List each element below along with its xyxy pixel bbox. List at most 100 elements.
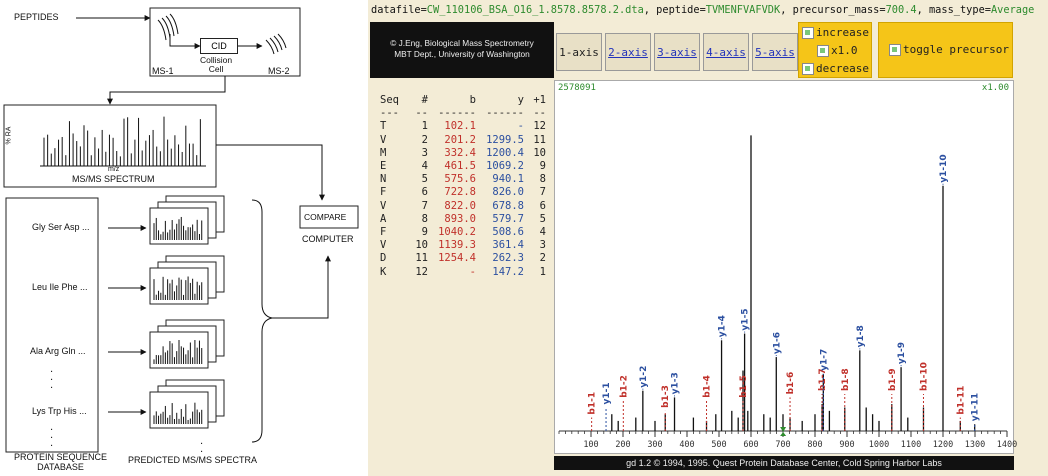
sequence-label: Leu Ile Phe ... [32,282,88,292]
seq-cell: F [380,186,387,199]
col-header-charge: +1 [533,94,546,106]
svg-text:.: . [50,438,53,449]
b-ion-cell: 1254.4 [438,252,476,265]
charge-cell: 10 [533,146,546,159]
charge-cell: 12 [533,120,546,133]
increase-icon [802,26,814,39]
index-cell: 10 [415,239,428,252]
col-header-num: # [421,94,428,106]
seq-cell: E [380,160,387,173]
spectrum-viewer: datafile=CW_110106_BSA_O16_1.8578.8578.2… [368,0,1048,476]
seq-cell: N [380,173,387,186]
b-ion-cell: - [469,265,476,278]
peptide-value: TVMENFVAFVDK [705,4,781,16]
x-tick-label: 800 [807,440,822,450]
y-ion-cell: 1299.5 [486,133,524,146]
b-ion-cell: 461.5 [444,160,476,173]
index-cell: 1 [421,120,428,133]
collision-cell-label: Collision Cell [200,55,233,74]
precursor-key: , precursor_mass= [780,4,886,16]
toggle-icon [889,43,901,56]
y-ion-cell: 678.8 [492,199,524,212]
seq-cell: F [380,226,387,239]
svg-text:.: . [50,380,53,391]
credit-banner: © J.Eng, Biological Mass Spectrometry MB… [370,22,554,78]
charge-cell: 8 [539,173,546,186]
y-ion-cell: 147.2 [492,265,524,278]
mass-type-key: , mass_type= [916,4,991,16]
col-header-y: y [517,94,524,106]
ion-label: y1-7 [819,349,829,371]
decrease-button[interactable]: decrease [802,62,869,75]
axis-3-button[interactable]: 3-axis [654,33,700,71]
svg-text:.: . [50,372,53,383]
x-tick-label: 200 [615,440,630,450]
axis-4-label: 4-axis [706,45,746,59]
index-cell: 2 [421,133,428,146]
y-ion-cell: 940.1 [492,173,524,186]
seq-cell: V [380,239,387,252]
toggle-precursor-button[interactable]: toggle precursor [889,43,1009,56]
ms2-label: MS-2 [268,66,290,76]
axis-1-button[interactable]: 1-axis [556,33,602,71]
index-cell: 12 [415,265,428,278]
charge-cell: 5 [539,212,546,225]
axis-3-label: 3-axis [657,45,697,59]
peptides-label: PEPTIDES [14,12,59,22]
separator-cell: -- [415,107,428,120]
index-cell: 9 [421,226,428,239]
charge-cell: 6 [539,199,546,212]
index-cell: 8 [421,212,428,225]
axis-4-button[interactable]: 4-axis [703,33,749,71]
ms1-label: MS-1 [152,66,174,76]
zoom-controls: increase x1.0 decrease [798,22,872,78]
sequence-label: Gly Ser Asp ... [32,222,90,232]
index-cell: 3 [421,146,428,159]
index-cell: 4 [421,160,428,173]
increase-button[interactable]: increase [802,26,869,39]
ion-label: b1-8 [841,368,851,391]
datafile-key: datafile= [371,4,427,16]
table-header-row: Seq # b y +1 [380,94,546,107]
database-caption: PROTEIN SEQUENCE DATABASE [14,452,108,472]
index-cell: 7 [421,199,428,212]
reset-icon [817,44,829,57]
x-tick-label: 500 [711,440,726,450]
seq-cell: A [380,212,387,225]
col-header-b: b [469,94,476,106]
charge-cell: 4 [539,226,546,239]
seq-cell: V [380,199,387,212]
spectrum-x-axis-label: m/z [108,166,120,173]
reset-label: x1.0 [831,44,858,57]
b-ion-cell: 575.6 [444,173,476,186]
axis-2-button[interactable]: 2-axis [605,33,651,71]
toggle-label: toggle precursor [903,43,1009,56]
axis-5-label: 5-axis [755,45,795,59]
axis-5-button[interactable]: 5-axis [752,33,798,71]
x-tick-label: 1000 [869,440,889,450]
b-ion-cell: 1139.3 [438,239,476,252]
precursor-marker [780,432,787,436]
index-cell: 11 [415,252,428,265]
x-tick-label: 1200 [933,440,953,450]
charge-cell: 7 [539,186,546,199]
svg-text:.: . [50,364,53,375]
reset-zoom-button[interactable]: x1.0 [817,44,858,57]
ion-label: y1-11 [971,393,981,421]
b-ion-cell: 332.4 [444,146,476,159]
charge-cell: 9 [539,160,546,173]
workflow-diagram: ... ... .. .. PEPTIDES CID Collision Cel… [0,0,365,476]
table-separator-row: --- -- ------ ------ -- [380,107,546,120]
y-ion-cell: 262.3 [492,252,524,265]
precursor-marker [780,427,787,432]
ion-label: b1-11 [956,386,966,415]
